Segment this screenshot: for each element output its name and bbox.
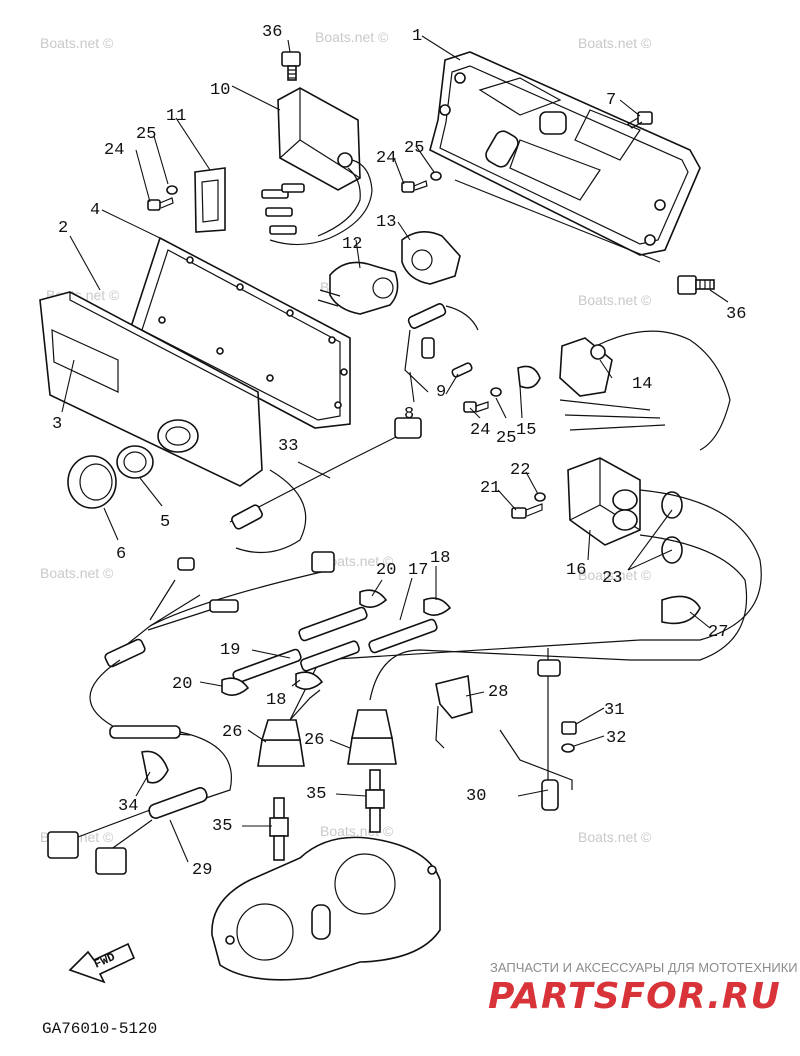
watermark: Boats.net © <box>315 29 389 45</box>
callout-label: 28 <box>488 683 508 702</box>
callout-label: 18 <box>430 549 450 568</box>
callout-label: 15 <box>516 421 536 440</box>
callout-label: 36 <box>726 305 746 324</box>
watermark: Boats.net © <box>40 565 114 581</box>
bracket <box>194 167 226 233</box>
screw-31-washer-32 <box>561 721 577 753</box>
callout-label: 30 <box>466 787 486 806</box>
harness-33 <box>229 417 422 554</box>
forward-arrow-icon: FWD <box>68 942 136 984</box>
grommets-and-leads <box>289 489 762 721</box>
callout-label: 3 <box>52 415 62 434</box>
callout-label: 27 <box>708 623 728 642</box>
pickup-coil <box>317 261 399 315</box>
callout-label: 4 <box>90 201 100 220</box>
callout-label: 25 <box>496 429 516 448</box>
bolt-right <box>677 275 715 295</box>
callout-label: 8 <box>404 405 414 424</box>
sensor-connectors <box>47 787 208 875</box>
watermark: Boats.net © <box>578 567 652 583</box>
callout-label: 1 <box>412 27 422 46</box>
watermark: Boats.net © <box>578 292 652 308</box>
wiring-harness <box>89 551 335 801</box>
callout-label: 18 <box>266 691 286 710</box>
callout-label: 25 <box>136 125 156 144</box>
plug-cap-right <box>347 709 397 765</box>
tubes-and-clips <box>221 589 452 696</box>
callout-label: 2 <box>58 219 68 238</box>
callout-label: 17 <box>408 561 428 580</box>
cdi-unit <box>567 457 641 546</box>
callout-label: 11 <box>166 107 186 126</box>
callout-label: 19 <box>220 641 240 660</box>
callout-label: 31 <box>604 701 624 720</box>
electrical-box-base <box>429 51 701 263</box>
clamp-screw <box>463 365 541 413</box>
bolt-top <box>281 51 301 81</box>
screw-washer-mid <box>401 171 442 193</box>
callout-label: 20 <box>172 675 192 694</box>
callout-numbers: 1 2 3 4 5 6 7 8 9 10 11 12 13 14 15 16 1… <box>52 23 746 880</box>
gasket <box>129 236 351 429</box>
spark-plug-right <box>365 769 385 833</box>
callout-label: 7 <box>606 91 616 110</box>
brand-tagline: ЗАПЧАСТИ И АКСЕССУАРЫ ДЛЯ МОТОТЕХНИКИ <box>490 960 798 975</box>
callout-label: 12 <box>342 235 362 254</box>
screw-washer-left <box>147 185 178 211</box>
watermark: Boats.net © <box>320 553 394 569</box>
watermark: Boats.net © <box>40 35 114 51</box>
screw-21 <box>511 492 546 519</box>
callout-label: 32 <box>606 729 626 748</box>
callout-label: 6 <box>116 545 126 564</box>
callout-label: 14 <box>632 375 652 394</box>
watermark: Boats.net © <box>578 829 652 845</box>
callout-label: 26 <box>304 731 324 750</box>
screw-7 <box>627 111 653 129</box>
fuse <box>451 362 473 378</box>
callout-label: 5 <box>160 513 170 532</box>
seal-ring <box>116 445 154 479</box>
rectifier-regulator <box>261 87 373 246</box>
callout-label: 23 <box>602 569 622 588</box>
callout-label: 34 <box>118 797 138 816</box>
callout-label: 25 <box>404 139 424 158</box>
electrical-box-cover <box>39 291 263 487</box>
ignition-coil <box>559 330 731 451</box>
spark-plug-left <box>269 797 289 861</box>
callout-label: 20 <box>376 561 396 580</box>
callout-label: 24 <box>376 149 396 168</box>
callout-label: 35 <box>306 785 326 804</box>
callout-label: 21 <box>480 479 500 498</box>
callout-label: 29 <box>192 861 212 880</box>
watermark: Boats.net © <box>578 35 652 51</box>
callout-label: 26 <box>222 723 242 742</box>
callout-label: 16 <box>566 561 586 580</box>
fuse-holder <box>404 303 479 393</box>
cap <box>67 455 117 509</box>
sender-bracket <box>435 675 473 749</box>
temperature-sender <box>499 648 573 811</box>
cylinder-head <box>211 836 441 981</box>
callout-label: 9 <box>436 383 446 402</box>
leader-lines <box>61 35 729 863</box>
callout-label: 24 <box>104 141 124 160</box>
callout-label: 22 <box>510 461 530 480</box>
plug-cap-left <box>257 689 321 767</box>
callout-label: 35 <box>212 817 232 836</box>
brand-logo: PARTSFOR.RU <box>488 976 781 1017</box>
callout-label: 36 <box>262 23 282 42</box>
callout-label: 33 <box>278 437 298 456</box>
callout-label: 10 <box>210 81 230 100</box>
callout-label: 24 <box>470 421 490 440</box>
callout-label: 13 <box>376 213 396 232</box>
wire-clamp <box>661 595 701 625</box>
drawing-code: GA76010-5120 <box>42 1020 158 1038</box>
sensor-housing <box>401 231 461 285</box>
